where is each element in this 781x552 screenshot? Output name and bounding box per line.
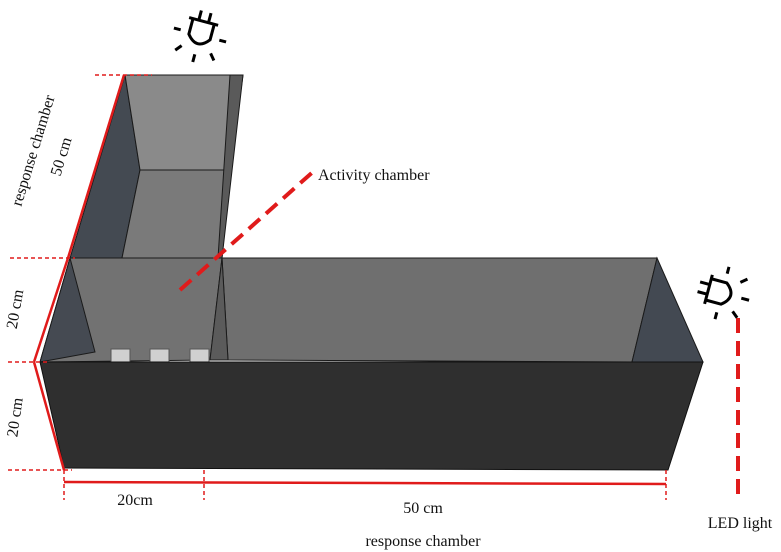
door-slot [189, 348, 210, 363]
vertical-arm [69, 74, 244, 259]
door-slot [149, 348, 170, 363]
dimension-line-upper-20 [32, 257, 70, 363]
divider-wall [209, 257, 229, 361]
response-chamber-bottom-label: response chamber [365, 533, 481, 550]
front-wall [39, 361, 704, 471]
dimension-label-20cm-upper: 20 cm [4, 288, 28, 330]
dimension-line-vertical-arm [66, 74, 126, 259]
dimension-label-50cm-vertical: 50 cm [48, 135, 76, 178]
led-light-icon [697, 266, 750, 320]
led-light-label: LED light [708, 515, 773, 532]
vertical-arm-floor [121, 169, 231, 259]
led-light-icon [173, 10, 227, 63]
response-chamber-vertical-label: response chamber [9, 93, 59, 209]
dimension-label-20cm-lower: 20 cm [4, 396, 26, 438]
door-slot [110, 348, 131, 363]
response-chamber-floor [221, 257, 658, 363]
dimension-lines [8, 74, 667, 500]
activity-chamber-pointer [178, 168, 317, 292]
dimension-label-50cm-bottom: 50 cm [403, 500, 443, 517]
dimension-line-bottom [63, 480, 667, 486]
activity-chamber-label: Activity chamber [318, 167, 430, 184]
dimension-label-20cm-bottom: 20cm [117, 492, 153, 509]
dimension-line-lower-20 [32, 361, 66, 471]
horizontal-arm [39, 256, 704, 471]
activity-chamber-left-wall [39, 256, 96, 363]
